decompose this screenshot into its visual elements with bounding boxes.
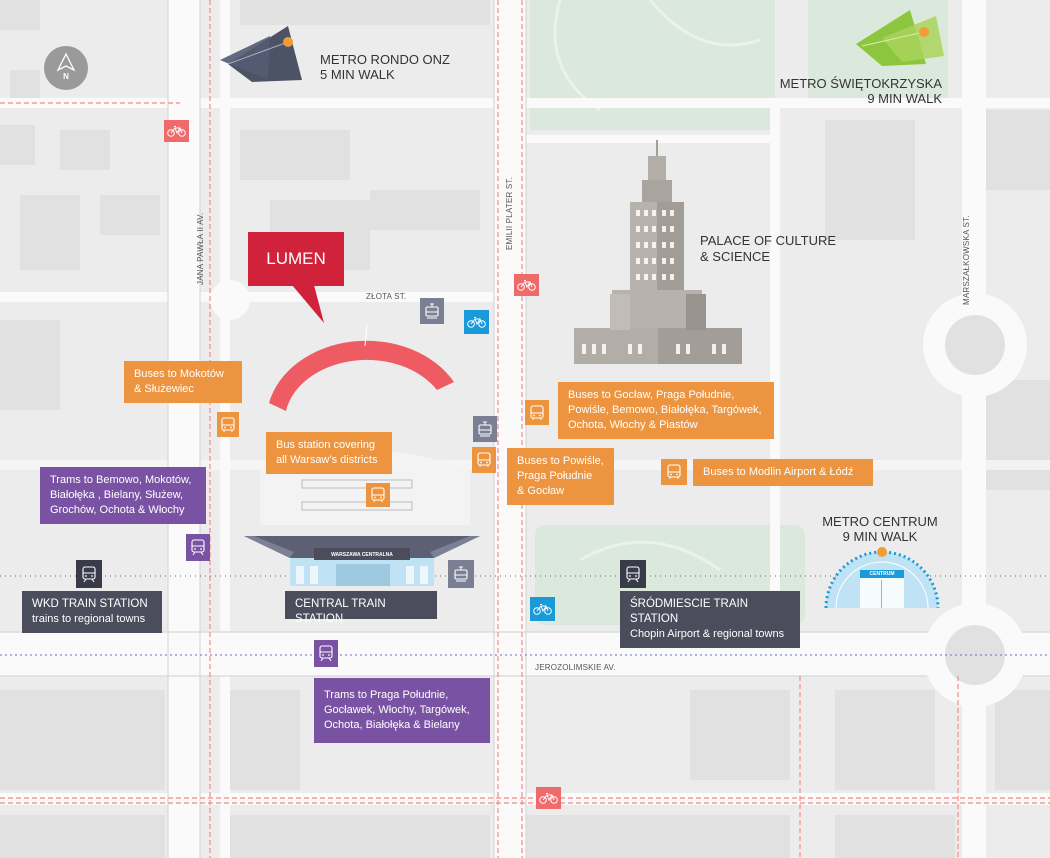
train-station-icon[interactable] (620, 560, 646, 588)
srodmiescie-station-line2: Chopin Airport & regional towns (630, 628, 785, 640)
metro-rondo-onz-walk: 5 MIN WALK (320, 67, 395, 82)
trams-praga-label: Trams to Praga Południe, Gocławek, Włoch… (314, 678, 490, 743)
metro-swietokrzyska-icon (856, 10, 944, 66)
metro-rondo-onz-icon (220, 26, 302, 82)
buses-goclaw-label: Buses to Gocław, Praga Południe, Powiśle… (558, 382, 774, 439)
buses-modlin-line1: Buses to Modlin Airport & Łódź (703, 466, 854, 478)
srodmiescie-station-label: ŚRÓDMIESCIE TRAIN STATION Chopin Airport… (620, 591, 800, 648)
buses-goclaw-line2: Powiśle, Bemowo, Białołęka, Targówek, (568, 404, 762, 416)
buses-modlin-label: Buses to Modlin Airport & Łódź (693, 459, 873, 486)
bike-station-icon[interactable] (164, 120, 189, 142)
buses-powisle-line2: Praga Południe (517, 470, 593, 482)
palace-label-line2: & SCIENCE (700, 249, 771, 264)
street-emilii-plater: EMILII PLATER ST. (505, 176, 514, 250)
tram-stop-icon[interactable] (420, 298, 444, 324)
trams-bemowo-line2: Białołęka , Bielany, Służew, (50, 489, 184, 501)
buses-mokotow-line1: Buses to Mokotów (134, 368, 224, 380)
lumen-callout-pointer (292, 285, 324, 323)
bike-rental-icon[interactable] (530, 597, 555, 621)
tram-stop-icon[interactable] (448, 560, 474, 588)
buses-goclaw-line1: Buses to Gocław, Praga Południe, (568, 389, 735, 401)
bike-station-icon[interactable] (536, 787, 561, 809)
bus-station-label: Bus station covering all Warsaw’s distri… (266, 432, 392, 474)
buses-powisle-line1: Buses to Powiśle, (517, 455, 604, 467)
lumen-building-arc[interactable] (264, 318, 459, 413)
bus-stop-icon[interactable] (472, 447, 496, 473)
wkd-station-line2: trains to regional towns (32, 613, 146, 625)
buses-goclaw-line3: Ochota, Włochy & Piastów (568, 419, 698, 431)
metro-swietokrzyska-walk: 9 MIN WALK (867, 91, 942, 106)
central-station-sign: WARSZAWA CENTRALNA (331, 552, 393, 558)
trams-bemowo-line3: Grochów, Ochota & Włochy (50, 504, 185, 516)
bike-station-icon[interactable] (514, 274, 539, 296)
metro-rondo-onz-name: METRO RONDO ONZ (320, 52, 450, 67)
metro-centrum-label: METRO CENTRUM 9 MIN WALK (800, 514, 960, 544)
bus-stop-icon[interactable] (525, 400, 549, 425)
street-jana-pawla: JANA PAWŁA II AV. (196, 212, 205, 285)
bus-stop-icon[interactable] (366, 483, 390, 507)
lumen-label: LUMEN (266, 249, 326, 268)
metro-centrum-name: METRO CENTRUM (822, 514, 938, 529)
palace-of-culture-icon (574, 140, 742, 364)
street-jerozolimskie: JEROZOLIMSKIE AV. (535, 663, 616, 672)
buses-powisle-line3: & Gocław (517, 485, 565, 497)
metro-swietokrzyska-label: METRO ŚWIĘTOKRZYSKA 9 MIN WALK (776, 76, 942, 106)
metro-centrum-sign: CENTRUM (869, 571, 895, 577)
metro-centrum-icon (824, 547, 940, 609)
palace-label: PALACE OF CULTURE & SCIENCE (700, 233, 836, 265)
bus-station-line1: Bus station covering (276, 439, 376, 451)
trams-bemowo-label: Trams to Bemowo, Mokotów, Białołęka , Bi… (40, 467, 206, 524)
srodmiescie-station-line1: ŚRÓDMIESCIE TRAIN STATION (630, 598, 748, 625)
central-station-icon (244, 536, 480, 586)
trams-bemowo-line1: Trams to Bemowo, Mokotów, (50, 474, 192, 486)
train-station-icon[interactable] (76, 560, 102, 588)
trams-praga-line1: Trams to Praga Południe, (324, 689, 449, 701)
street-marszalkowska: MARSZAŁKOWSKA ST. (962, 215, 971, 305)
tram-line-icon[interactable] (314, 640, 338, 667)
central-station-line1: CENTRAL TRAIN STATION (295, 598, 386, 625)
bus-stop-icon[interactable] (661, 459, 687, 485)
buses-powisle-label: Buses to Powiśle, Praga Południe & Gocła… (507, 448, 614, 505)
metro-centrum-walk: 9 MIN WALK (842, 529, 918, 544)
buses-mokotow-line2: & Służewiec (134, 383, 194, 395)
trams-praga-line3: Ochota, Białołęka & Bielany (324, 719, 460, 731)
north-arrow-icon (56, 52, 76, 72)
bike-rental-icon[interactable] (464, 310, 489, 334)
metro-swietokrzyska-name: METRO ŚWIĘTOKRZYSKA (779, 76, 942, 91)
metro-rondo-onz-label: METRO RONDO ONZ 5 MIN WALK (320, 52, 450, 82)
wkd-station-label: WKD TRAIN STATION trains to regional tow… (22, 591, 162, 633)
bus-station-line2: all Warsaw’s districts (276, 454, 378, 466)
compass: N (44, 46, 88, 90)
tram-stop-icon[interactable] (473, 416, 497, 442)
wkd-station-line1: WKD TRAIN STATION (32, 598, 148, 610)
central-station-label: CENTRAL TRAIN STATION (285, 591, 437, 625)
lumen-callout[interactable]: LUMEN (248, 232, 344, 286)
street-zlota: ZŁOTA ST. (366, 292, 407, 301)
palace-label-line1: PALACE OF CULTURE (700, 233, 837, 248)
compass-letter: N (63, 72, 69, 81)
tram-line-icon[interactable] (186, 534, 210, 561)
trams-praga-line2: Gocławek, Włochy, Targówek, (324, 704, 470, 716)
bus-stop-icon[interactable] (217, 412, 239, 437)
buses-mokotow-label: Buses to Mokotów & Służewiec (124, 361, 242, 403)
